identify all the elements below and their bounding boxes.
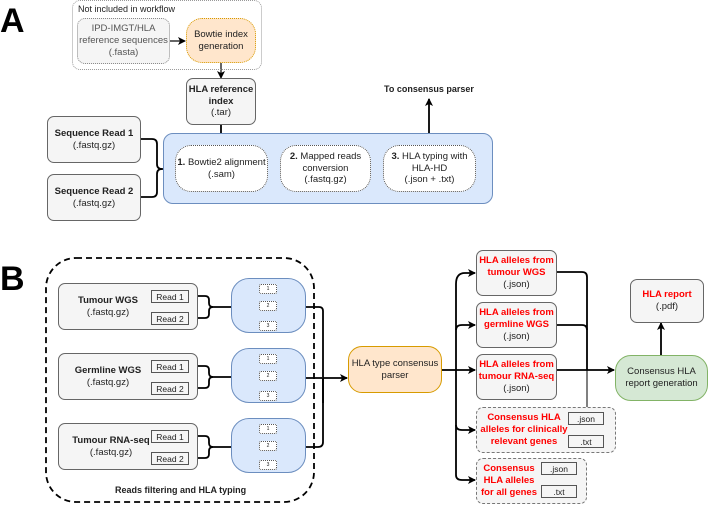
- arrow-read2-to-step1: [141, 168, 163, 198]
- sample1-step1: 1: [259, 354, 277, 364]
- all-line2: HLA alleles: [483, 475, 535, 487]
- step3-line3: (.json + .txt): [404, 174, 455, 186]
- report-title: HLA report: [642, 289, 692, 301]
- to-consensus-parser-label: To consensus parser: [384, 84, 474, 94]
- ipd-line1: IPD-IMGT/HLA: [91, 23, 156, 35]
- clinical-line2: alleles for clinically: [480, 424, 568, 436]
- sample1-read1-tag: Read 1: [151, 360, 189, 373]
- report-gen-line2: report generation: [625, 378, 698, 389]
- clinical-line1: Consensus HLA: [487, 412, 561, 424]
- clinical-json-tag: .json: [568, 412, 604, 425]
- all-txt-tag: .txt: [541, 485, 577, 498]
- output-germline-wgs-alleles: HLA alleles from germline WGS (.json): [476, 302, 557, 348]
- sample1-step3: 3: [259, 391, 277, 401]
- clinical-line3: relevant genes: [490, 435, 558, 447]
- all-line1: Consensus: [483, 463, 535, 475]
- bowtie-index-generation-node: Bowtie index generation: [186, 18, 256, 63]
- step2-line3: (.fastq.gz): [304, 174, 347, 186]
- output-tumour-rna-seq-alleles: HLA alleles from tumour RNA-seq (.json): [476, 354, 557, 400]
- ref-index-ext: (.tar): [210, 107, 232, 119]
- bowtie-line1: Bowtie index: [194, 28, 248, 40]
- out1-ext: (.json): [503, 330, 530, 342]
- step3-line2: HLA-HD: [411, 162, 448, 174]
- sample2-read1-tag: Read 1: [151, 430, 189, 443]
- ipd-line3: (.fasta): [108, 46, 139, 58]
- sample0-read2-tag: Read 2: [151, 312, 189, 325]
- hla-type-consensus-parser: HLA type consensus parser: [348, 346, 442, 393]
- out1-line1: HLA alleles from: [479, 307, 554, 319]
- sequence-read-1-node: Sequence Read 1 (.fastq.gz): [47, 116, 141, 163]
- ipd-line2: reference sequences: [79, 35, 168, 47]
- excluded-group-caption: Not included in workflow: [78, 4, 176, 14]
- read2-ext: (.fastq.gz): [72, 197, 116, 209]
- sample2-step1: 1: [259, 424, 277, 434]
- step1-line2: (.sam): [208, 168, 235, 180]
- ref-index-title1: HLA reference: [188, 83, 254, 95]
- out2-ext: (.json): [503, 382, 530, 394]
- out1-line2: germline WGS: [484, 319, 549, 331]
- out0-line1: HLA alleles from: [479, 255, 554, 267]
- hla-report-node: HLA report (.pdf): [630, 279, 704, 323]
- out0-ext: (.json): [503, 278, 530, 290]
- bowtie-line2: generation: [198, 40, 244, 52]
- excluded-from-workflow-group: [72, 0, 262, 70]
- sample1-ext: (.fastq.gz): [86, 376, 130, 388]
- all-line3: for all genes: [481, 486, 537, 498]
- parser-line2: parser: [381, 369, 409, 381]
- sample2-step2: 2: [259, 441, 277, 451]
- sample0-title: Tumour WGS: [78, 294, 138, 306]
- sample0-step2: 2: [259, 301, 277, 311]
- report-gen-line1: Consensus HLA: [627, 366, 696, 378]
- step1-line1: 1. Bowtie2 alignment: [177, 156, 266, 168]
- out2-line1: HLA alleles from: [479, 359, 554, 371]
- sample-tumour-rna-seq: Tumour RNA-seq (.fastq.gz): [58, 423, 198, 470]
- read1-ext: (.fastq.gz): [72, 139, 116, 151]
- output-tumour-wgs-alleles: HLA alleles from tumour WGS (.json): [476, 250, 557, 296]
- reads-filtering-caption: Reads filtering and HLA typing: [115, 485, 247, 495]
- sequence-read-2-node: Sequence Read 2 (.fastq.gz): [47, 174, 141, 221]
- step2-line2: conversion: [302, 162, 349, 174]
- sample1-title: Germline WGS: [74, 364, 142, 376]
- step2-line1: 2. Mapped reads: [289, 150, 362, 162]
- sample2-title: Tumour RNA-seq: [72, 434, 150, 446]
- consensus-all-genes-label: Consensus HLA alleles for all genes: [478, 460, 540, 502]
- read1-title: Sequence Read 1: [54, 127, 134, 139]
- consensus-clinical-genes-label: Consensus HLA alleles for clinically rel…: [478, 409, 570, 451]
- all-json-tag: .json: [541, 462, 577, 475]
- sample0-step3: 3: [259, 321, 277, 331]
- consensus-report-generation-node: Consensus HLA report generation: [615, 355, 708, 401]
- step3-line1: 3. HLA typing with: [391, 150, 468, 162]
- step-3-hla-typing: 3. HLA typing with HLA-HD (.json + .txt): [383, 145, 476, 192]
- sample1-step2: 2: [259, 371, 277, 381]
- read2-title: Sequence Read 2: [54, 185, 134, 197]
- ipd-imgt-reference-node: IPD-IMGT/HLA reference sequences (.fasta…: [77, 18, 170, 64]
- sample2-step3: 3: [259, 460, 277, 470]
- sample1-read2-tag: Read 2: [151, 382, 189, 395]
- report-ext: (.pdf): [655, 301, 679, 312]
- panel-label-a: A: [0, 2, 25, 40]
- parser-line1: HLA type consensus: [351, 357, 439, 369]
- out2-line2: tumour RNA-seq: [478, 371, 555, 383]
- step-1-bowtie2-alignment: 1. Bowtie2 alignment (.sam): [175, 145, 268, 192]
- sample0-step1: 1: [259, 284, 277, 294]
- sample0-ext: (.fastq.gz): [86, 306, 130, 318]
- out0-line2: tumour WGS: [487, 267, 546, 279]
- clinical-txt-tag: .txt: [568, 435, 604, 448]
- hla-reference-index-node: HLA reference index (.tar): [186, 78, 256, 125]
- step-2-mapped-reads-conversion: 2. Mapped reads conversion (.fastq.gz): [280, 145, 371, 192]
- reads-filtering-group-outline: [45, 257, 315, 503]
- panel-label-b: B: [0, 260, 25, 298]
- sample2-read2-tag: Read 2: [151, 452, 189, 465]
- sample0-read1-tag: Read 1: [151, 290, 189, 303]
- ref-index-title2: index: [208, 95, 234, 107]
- sample2-ext: (.fastq.gz): [89, 446, 133, 458]
